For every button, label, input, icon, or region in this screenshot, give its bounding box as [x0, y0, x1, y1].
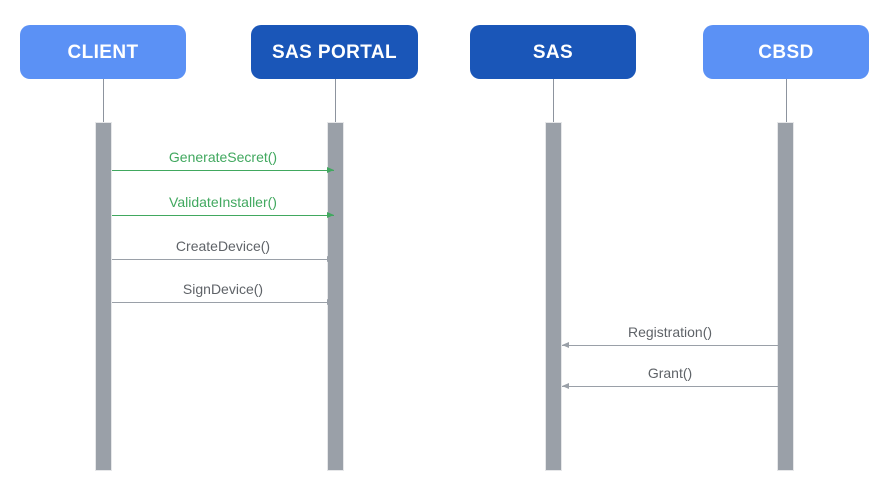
- participant-box-sas-portal[interactable]: SAS PORTAL: [251, 25, 418, 79]
- message-line-create-device: [112, 259, 334, 260]
- message-label-sign-device: SignDevice(): [182, 280, 264, 297]
- lifeline-client: [103, 79, 104, 122]
- lifeline-sas-portal: [335, 79, 336, 122]
- message-line-registration: [562, 345, 778, 346]
- participant-label-client: CLIENT: [67, 41, 139, 63]
- participant-label-sas: SAS: [532, 41, 574, 63]
- activation-bar-client: [95, 122, 112, 471]
- activation-bar-sas-portal: [327, 122, 344, 471]
- activation-bar-sas: [545, 122, 562, 471]
- message-line-validate-installer: [112, 215, 334, 216]
- message-label-registration: Registration(): [627, 323, 713, 340]
- arrowhead-left-icon: [562, 341, 569, 348]
- participant-label-cbsd: CBSD: [758, 41, 814, 63]
- arrowhead-right-icon: [327, 166, 334, 173]
- message-label-grant: Grant(): [647, 364, 693, 381]
- arrowhead-left-icon: [562, 382, 569, 389]
- message-line-generate-secret: [112, 170, 334, 171]
- arrowhead-right-icon: [327, 211, 334, 218]
- arrowhead-right-icon: [327, 255, 334, 262]
- message-line-sign-device: [112, 302, 334, 303]
- participant-box-cbsd[interactable]: CBSD: [703, 25, 869, 79]
- participant-label-sas-portal: SAS PORTAL: [271, 41, 398, 63]
- lifeline-sas: [553, 79, 554, 122]
- participant-box-client[interactable]: CLIENT: [20, 25, 186, 79]
- message-label-generate-secret: GenerateSecret(): [168, 148, 278, 165]
- arrowhead-right-icon: [327, 298, 334, 305]
- lifeline-cbsd: [786, 79, 787, 122]
- message-label-create-device: CreateDevice(): [175, 237, 271, 254]
- message-line-grant: [562, 386, 778, 387]
- message-label-validate-installer: ValidateInstaller(): [169, 193, 277, 210]
- participant-box-sas[interactable]: SAS: [470, 25, 636, 79]
- activation-bar-cbsd: [777, 122, 794, 471]
